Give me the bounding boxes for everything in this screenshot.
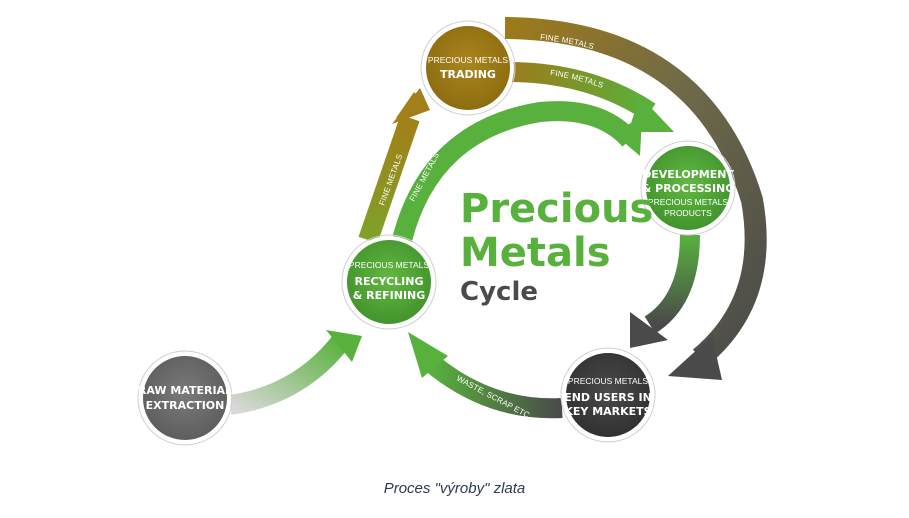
raw-main2: EXTRACTION (146, 399, 225, 412)
arrow-trading-to-end-users (504, 17, 767, 380)
end-users-top-text: PRECIOUS METALS (568, 376, 648, 386)
development-main2: & PROCESSING (642, 182, 735, 195)
node-raw-material: RAW MATERIAL EXTRACTION (137, 350, 233, 446)
node-recycling: PRECIOUS METALS RECYCLING & REFINING (341, 234, 437, 330)
arrow-development-to-end-users (630, 234, 700, 348)
raw-main1: RAW MATERIAL (138, 384, 232, 397)
development-main1: DEVELOPMENT (642, 168, 734, 181)
title-line3: Cycle (460, 277, 538, 307)
arrow-end-users-to-recycling (408, 332, 563, 419)
development-sub1: PRECIOUS METALS (648, 197, 728, 207)
title-line1: Precious (460, 186, 653, 232)
recycling-top-text: PRECIOUS METALS (349, 260, 429, 270)
node-end-users: PRECIOUS METALS END USERS IN KEY MARKETS (560, 347, 656, 443)
trading-main-text: TRADING (440, 68, 496, 81)
node-development: DEVELOPMENT & PROCESSING PRECIOUS METALS… (640, 140, 736, 236)
recycling-main1: RECYCLING (354, 275, 423, 288)
precious-metals-cycle-diagram: FINE METALS FINE METALS FINE METALS FINE… (137, 17, 767, 446)
end-users-main1: END USERS IN (564, 391, 652, 404)
arrow-raw-to-recycling (228, 330, 362, 415)
figure-caption: Proces "výroby" zlata (383, 480, 526, 497)
end-users-main2: KEY MARKETS (564, 405, 651, 418)
trading-top-text: PRECIOUS METALS (428, 55, 508, 65)
title-line2: Metals (460, 230, 611, 276)
center-title: Precious Metals Cycle (460, 186, 653, 307)
arrow-recycling-to-trading (358, 88, 430, 244)
arrow-recycling-to-development (392, 101, 642, 243)
development-sub2: PRODUCTS (664, 208, 712, 218)
recycling-main2: & REFINING (353, 289, 426, 302)
node-trading: PRECIOUS METALS TRADING (420, 20, 516, 116)
